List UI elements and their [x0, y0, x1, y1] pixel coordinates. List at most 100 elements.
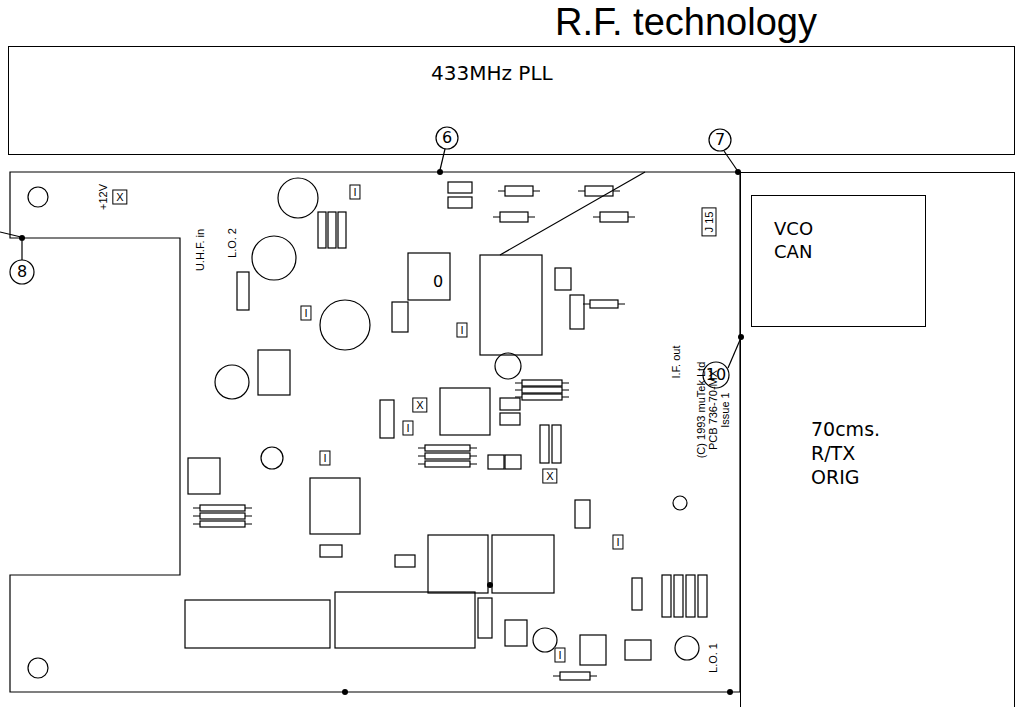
resistor-symbol — [600, 212, 628, 222]
component-marker: X — [542, 469, 557, 484]
resistor-symbol — [500, 212, 528, 222]
board-number: PCB 736-70-MX — [708, 370, 719, 450]
component-marker: X — [412, 398, 427, 413]
capacitor-symbol — [495, 353, 521, 379]
inductor-can — [580, 635, 606, 665]
resistor-symbol — [425, 445, 470, 451]
resistor-symbol — [425, 461, 470, 467]
callout-circle — [709, 129, 731, 151]
callout-number: 7 — [715, 132, 725, 148]
resistor-symbol — [662, 575, 671, 617]
capacitor-symbol — [215, 365, 249, 399]
resistor-symbol — [425, 453, 470, 459]
resistor-symbol — [505, 186, 533, 196]
capacitor-symbol — [533, 628, 557, 652]
chip-component — [478, 598, 492, 638]
chip-component — [505, 455, 521, 469]
mounting-hole — [28, 658, 48, 678]
resistor-symbol — [590, 300, 618, 308]
via-hole — [673, 496, 687, 510]
signal-label: L.O. 2 — [227, 228, 238, 258]
copyright-text: (C) 1993 muTek Ltd — [696, 362, 707, 459]
capacitor-symbol — [261, 447, 283, 469]
component-marker: I — [300, 306, 311, 321]
chip-component — [488, 455, 504, 469]
callout-number: 8 — [17, 264, 27, 280]
transformer-can — [408, 253, 450, 300]
callout-circle — [10, 260, 34, 284]
chip-component — [320, 545, 342, 557]
test-point-dot — [437, 169, 443, 175]
resistor-symbol — [200, 505, 245, 511]
chip-component — [448, 197, 472, 208]
resistor-symbol — [560, 672, 590, 680]
pcb-outline — [10, 172, 740, 692]
component-marker: I — [612, 535, 623, 550]
chip-component — [505, 620, 527, 646]
chip-component — [500, 413, 520, 425]
inductor-can — [188, 458, 220, 494]
component-marker: I — [456, 323, 467, 338]
test-point-dot — [738, 334, 744, 340]
component-marker: I — [554, 648, 565, 663]
resistor-symbol — [540, 425, 549, 463]
test-point-dot — [19, 235, 25, 241]
signal-label: I.F. out — [671, 345, 682, 378]
capacitor-symbol — [252, 236, 296, 280]
resistor-symbol — [200, 513, 245, 519]
capacitor-symbol — [675, 636, 699, 660]
pll-panel: 433MHz PLL — [8, 46, 1015, 155]
resistor-symbol — [522, 380, 562, 386]
component-marker: I — [319, 451, 330, 466]
crystal-filter — [185, 600, 330, 648]
chip-component — [392, 302, 408, 332]
test-point-dot — [487, 582, 493, 588]
title-text: R.F. technology — [555, 2, 817, 42]
resistor-symbol — [674, 575, 683, 617]
resistor-symbol — [338, 212, 346, 248]
mounting-hole — [28, 187, 48, 207]
resistor-symbol — [522, 387, 562, 393]
resistor-symbol — [318, 212, 326, 248]
inductor-can — [258, 350, 290, 395]
component-marker: X — [112, 190, 127, 205]
supply-label: +12V — [98, 184, 109, 210]
signal-label: U.H.F. in — [195, 229, 206, 271]
leader-line — [728, 340, 740, 368]
issue-number: Issue 1 — [720, 392, 731, 427]
callout-number: 6 — [442, 130, 452, 146]
chip-component — [555, 268, 571, 290]
leader-line — [724, 151, 737, 170]
filter-can — [492, 535, 554, 593]
resistor-symbol — [200, 521, 245, 527]
resistor-symbol — [522, 394, 562, 400]
node-text: VCO CAN — [774, 218, 840, 263]
signal-label: L.O. 1 — [708, 643, 719, 673]
chip-component — [448, 182, 472, 193]
chip-component — [500, 398, 520, 410]
resistor-symbol — [237, 272, 249, 310]
inductor-can — [310, 478, 360, 534]
resistor-symbol — [552, 425, 561, 463]
radio-region: 70cms. R/TX ORIG VCO CAN — [740, 172, 1015, 707]
filter-can — [428, 535, 488, 593]
component-marker: I — [349, 185, 360, 200]
capacitor-symbol — [278, 178, 318, 218]
ic-package — [480, 255, 542, 355]
vco-can: VCO CAN — [751, 195, 926, 327]
resistor-symbol — [328, 212, 336, 248]
component-leads — [193, 191, 635, 676]
chip-component — [625, 640, 651, 660]
annotation-line — [500, 172, 645, 255]
chip-component — [395, 555, 415, 567]
capacitor-symbol — [320, 300, 370, 350]
chip-component — [380, 400, 394, 438]
node-text: 70cms. R/TX ORIG — [811, 418, 903, 489]
node-text: 433MHz PLL — [431, 61, 631, 86]
crystal-filter — [335, 592, 475, 648]
resistor-symbol — [686, 575, 695, 617]
leader-line — [0, 232, 22, 260]
resistor-symbol — [632, 578, 642, 610]
chip-component — [575, 500, 590, 528]
